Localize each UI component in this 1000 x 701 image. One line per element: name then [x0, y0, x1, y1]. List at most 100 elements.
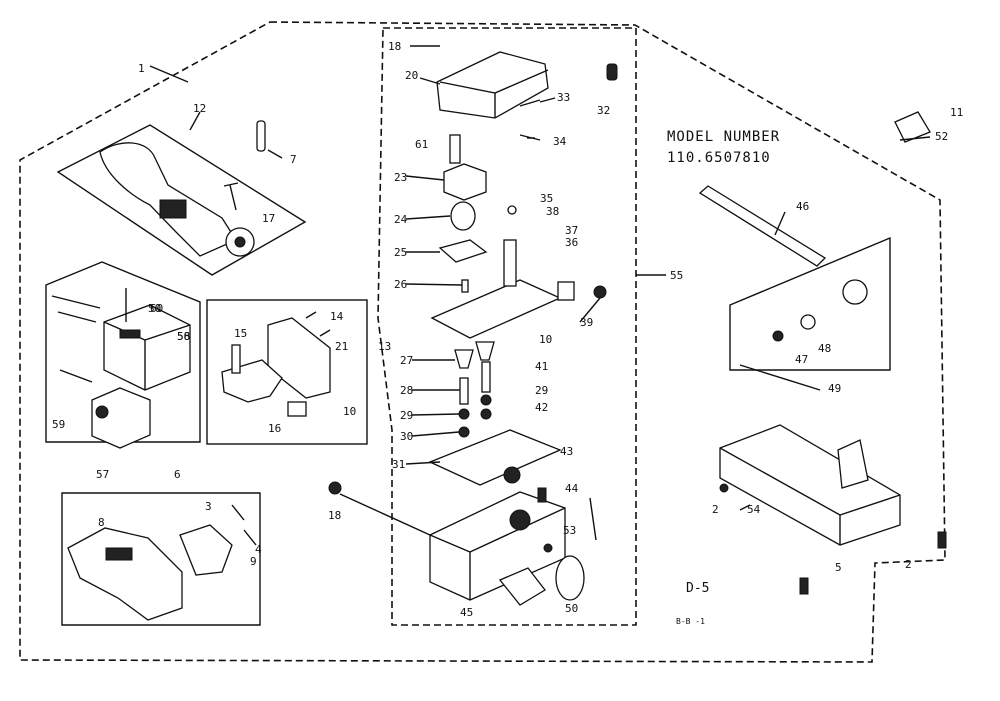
part-47-washer: [772, 330, 784, 342]
callout-27: 27: [400, 354, 413, 367]
callout-32: 32: [597, 104, 610, 117]
part-5-screw: [799, 577, 809, 595]
part-35-ball: [507, 205, 517, 215]
part-2b-screw: [719, 483, 729, 493]
callout-58: 58: [177, 330, 190, 343]
box-12: [56, 124, 307, 276]
part-54-edges: [719, 447, 901, 545]
part-10-valve: [475, 341, 495, 361]
callout-3: 3: [205, 500, 212, 513]
part-7-pin: [256, 120, 266, 152]
part-2-screw: [937, 531, 947, 549]
part-45-elbow: [498, 567, 546, 606]
callout-24: 24: [394, 213, 408, 226]
callout-16: 16: [268, 422, 281, 435]
part-54-tab: [837, 439, 869, 489]
callout-38: 38: [546, 205, 559, 218]
callout-18b: 18: [388, 40, 401, 53]
box-57: [45, 261, 201, 443]
callout-35: 35: [540, 192, 553, 205]
callout-41: 41: [535, 360, 548, 373]
callout-26: 26: [394, 278, 407, 291]
model-number-value: 110.6507810: [667, 150, 771, 166]
callout-39: 39: [580, 316, 593, 329]
part-57-wire: [51, 295, 101, 383]
box-6: [61, 492, 261, 626]
callout-54: 54: [747, 503, 761, 516]
callout-2: 2: [712, 503, 719, 516]
part-44-screw: [537, 487, 547, 503]
part-17-screw: [223, 182, 239, 211]
callout-34: 34: [553, 135, 567, 148]
part-48b-nut: [800, 314, 816, 330]
part-12-collar: [159, 199, 187, 219]
callout-10b: 10: [343, 405, 356, 418]
part-59-shaft: [95, 405, 109, 419]
callout-11: 11: [950, 106, 963, 119]
part-16-nut: [287, 401, 307, 417]
callout-14: 14: [330, 310, 344, 323]
callout-7: 7: [290, 153, 297, 166]
part-54-bracket: [719, 424, 901, 546]
part-56-switch-housing: [103, 304, 191, 391]
part-32-plug: [606, 63, 618, 81]
leader-lines: [149, 65, 931, 511]
callout-45: 45: [460, 606, 473, 619]
part-29b-ring: [480, 394, 492, 406]
callout-25: 25: [394, 246, 407, 259]
part-59-motor-block: [91, 387, 151, 449]
figure-tag: D-5: [686, 581, 709, 596]
callout-1: 1: [138, 62, 145, 75]
model-number-label: MODEL NUMBER: [667, 129, 780, 145]
part-20-cap: [436, 51, 549, 119]
part-28-stem: [459, 377, 469, 405]
pump-body-port: [509, 509, 531, 531]
part-43-diaphragm: [503, 466, 521, 484]
part-33-34-clips: [519, 99, 541, 141]
part-39-nut: [593, 285, 607, 299]
part-15-spring: [231, 344, 241, 374]
callout-52: 52: [935, 130, 948, 143]
callout-15: 15: [234, 327, 247, 340]
callout-33: 33: [557, 91, 570, 104]
callout-8: 8: [98, 516, 105, 529]
part-52-clip: [894, 111, 931, 143]
callout-13: 13: [378, 340, 391, 353]
callout-44: 44: [565, 482, 579, 495]
callout-48: 48: [818, 342, 831, 355]
part-8-handle: [67, 527, 183, 621]
callout-9: 9: [250, 555, 257, 568]
part-23-coil: [443, 163, 487, 201]
part-8-switch: [105, 547, 133, 561]
callout-12: 12: [193, 102, 206, 115]
part-29-ring: [458, 408, 470, 420]
part-27-valve: [454, 349, 474, 369]
callout-42: 42: [535, 401, 548, 414]
part-3-4-screws: [231, 504, 257, 546]
callout-10: 10: [539, 333, 552, 346]
callout-5: 5: [835, 561, 842, 574]
part-46-tube: [698, 185, 827, 267]
callout-21: 21: [335, 340, 348, 353]
part-25-plate: [438, 239, 488, 263]
part-18-leader: [339, 493, 431, 536]
callout-6: 6: [174, 468, 181, 481]
callout-60: 60: [150, 302, 163, 315]
part-12-spray-gun: [99, 142, 237, 257]
callout-61: 61: [415, 138, 428, 151]
part-26-spacer: [461, 279, 469, 293]
callout-29: 29: [400, 409, 413, 422]
callout-29b: 29: [535, 384, 548, 397]
part-41-stem: [481, 361, 491, 393]
callout-18: 18: [328, 509, 341, 522]
part-56-edges: [103, 321, 191, 390]
part-50-tube: [589, 497, 597, 541]
callout-47: 47: [795, 353, 808, 366]
callout-55: 55: [670, 269, 683, 282]
part-24-cylinder: [450, 201, 476, 231]
callout-17: 17: [262, 212, 275, 225]
callout-50: 50: [565, 602, 578, 615]
part-30-ring: [458, 426, 470, 438]
box-49: [729, 236, 891, 371]
